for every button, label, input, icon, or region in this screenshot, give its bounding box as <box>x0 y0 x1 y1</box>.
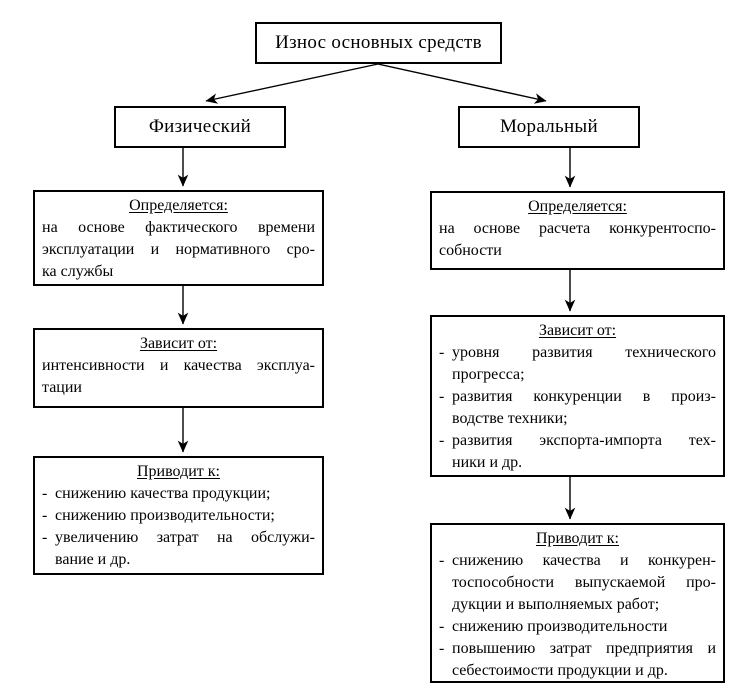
text-line: интенсивности и качества эксплуа- <box>42 357 315 374</box>
segment-lines: интенсивности и качества эксплуа-тации <box>42 355 315 399</box>
text-line: тоспособности выпускаемой про- <box>452 574 716 591</box>
text-line: себестоимости продукции и др. <box>452 662 668 679</box>
segment-lines: на основе расчета конкурентоспо-собности <box>439 218 716 262</box>
text-line: водстве техники; <box>452 410 568 427</box>
box-segment: -снижению качества продукции; <box>42 483 315 505</box>
text-line: вание и др. <box>55 551 131 568</box>
box-title: Зависит от: <box>139 335 218 352</box>
text-line: снижению качества продукции; <box>55 485 271 502</box>
box-segment: -увеличению затрат на обслужи-вание и др… <box>42 527 315 571</box>
box-leads-to-physical: Приводит к: -снижению качества продукции… <box>33 456 324 575</box>
text-line: развития конкуренции в произ- <box>452 388 716 405</box>
text-line: снижению производительности <box>452 618 668 635</box>
box-title: Определяется: <box>528 198 627 215</box>
branch-node-moral-label: Моральный <box>500 116 598 137</box>
text-line: развития экспорта-импорта тех- <box>452 432 716 449</box>
box-segment: -снижению производительности <box>439 616 716 638</box>
branch-node-physical: Физический <box>114 106 286 148</box>
branch-node-physical-label: Физический <box>148 116 252 137</box>
box-body: -снижению качества и конкурен-тоспособно… <box>439 550 716 682</box>
root-node: Износ основных средств <box>255 22 502 64</box>
text-line: эксплуатации и нормативного сро- <box>42 241 315 258</box>
segment-lines: на основе фактического времени эксплуатац… <box>42 217 315 283</box>
bullet-marker: - <box>439 618 445 635</box>
text-line: тации <box>42 379 82 396</box>
box-segment: на основе расчета конкурентоспо-собности <box>439 218 716 262</box>
box-segment: -развития конкуренции в произ-водстве те… <box>439 386 716 430</box>
bullet-marker: - <box>42 485 48 502</box>
box-depends-on-moral: Зависит от: -уровня развития техническог… <box>430 315 725 477</box>
box-segment: -уровня развития технического прогресса; <box>439 342 716 386</box>
segment-lines: уровня развития технического прогресса; <box>452 342 716 386</box>
text-line: прогресса; <box>452 366 525 383</box>
segment-lines: увеличению затрат на обслужи-вание и др. <box>55 527 315 571</box>
segment-lines: снижению качества и конкурен-тоспособнос… <box>452 550 716 616</box>
segment-lines: развития конкуренции в произ-водстве тех… <box>452 386 716 430</box>
box-title: Приводит к: <box>535 530 619 547</box>
bullet-marker: - <box>439 344 445 361</box>
segment-lines: развития экспорта-импорта тех-ники и др. <box>452 430 716 474</box>
root-node-label: Износ основных средств <box>275 32 482 53</box>
text-line: ка службы <box>42 263 114 280</box>
box-segment: на основе фактического времени эксплуатац… <box>42 217 315 283</box>
text-line: ники и др. <box>452 454 523 471</box>
box-title: Определяется: <box>129 197 228 214</box>
segment-lines: снижению качества продукции; <box>55 483 315 505</box>
text-line: собности <box>439 242 502 259</box>
text-line: уровня развития технического <box>452 344 716 361</box>
segment-lines: снижению производительности; <box>55 505 315 527</box>
branch-node-moral: Моральный <box>458 106 640 148</box>
box-determined-by-physical: Определяется: на основе фактического вре… <box>33 190 324 286</box>
text-line: снижению качества и конкурен- <box>452 552 716 569</box>
bullet-marker: - <box>439 552 445 569</box>
box-body: на основе расчета конкурентоспо-собности <box>439 218 716 262</box>
arrow-root-to-physical <box>205 63 379 104</box>
text-line: повышению затрат предприятия и <box>452 640 716 657</box>
box-determined-by-moral: Определяется: на основе расчета конкурен… <box>430 191 725 270</box>
segment-lines: повышению затрат предприятия и себестоимо… <box>452 638 716 682</box>
text-line: увеличению затрат на обслужи- <box>55 529 315 546</box>
arrow-root-to-moral <box>377 63 547 104</box>
box-body: на основе фактического времени эксплуатац… <box>42 217 315 283</box>
bullet-marker: - <box>42 529 48 546</box>
box-segment: -развития экспорта-импорта тех-ники и др… <box>439 430 716 474</box>
box-leads-to-moral: Приводит к: -снижению качества и конкуре… <box>430 523 725 683</box>
box-segment: -повышению затрат предприятия и себестоим… <box>439 638 716 682</box>
text-line: дукции и выполняемых работ; <box>452 596 660 613</box>
box-depends-on-physical: Зависит от: интенсивности и качества экс… <box>33 328 324 408</box>
bullet-marker: - <box>439 388 445 405</box>
bullet-marker: - <box>439 640 445 657</box>
bullet-marker: - <box>42 507 48 524</box>
text-line: на основе фактического времени <box>42 219 315 236</box>
box-segment: интенсивности и качества эксплуа-тации <box>42 355 315 399</box>
text-line: снижению производительности; <box>55 507 275 524</box>
text-line: на основе расчета конкурентоспо- <box>439 220 716 237</box>
box-title: Зависит от: <box>538 322 617 339</box>
bullet-marker: - <box>439 432 445 449</box>
box-segment: -снижению качества и конкурен-тоспособно… <box>439 550 716 616</box>
box-title: Приводит к: <box>136 463 220 480</box>
box-body: интенсивности и качества эксплуа-тации <box>42 355 315 399</box>
box-body: -снижению качества продукции;-снижению п… <box>42 483 315 571</box>
segment-lines: снижению производительности <box>452 616 716 638</box>
box-segment: -снижению производительности; <box>42 505 315 527</box>
